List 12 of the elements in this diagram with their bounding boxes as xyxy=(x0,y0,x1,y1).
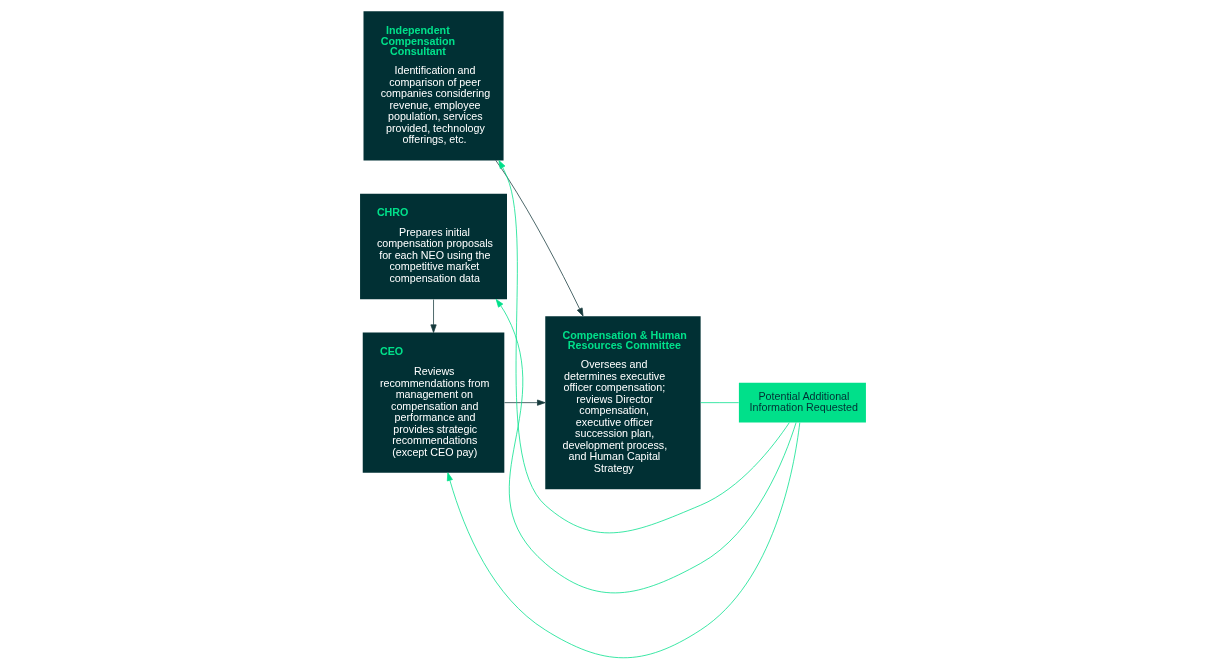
node-box: Independent Compensation Consultant Identification and comparison of peer companies considering revenue, employee population, services provided, technology offerings, etc. xyxy=(363,11,504,161)
arrow xyxy=(494,160,583,317)
arrow xyxy=(495,299,796,594)
node-box: CHRO Prepares initial compensation proposals for each NEO using the competitive market compensation data xyxy=(359,193,507,300)
arrow xyxy=(429,299,437,333)
node-box: CEO Reviews recommendations from management on compensation and performance and provides strategic recommendations (except CEO pay) xyxy=(362,332,504,473)
arrow xyxy=(503,399,545,406)
connector xyxy=(699,402,739,404)
node-box: Compensation & Human Resources Committee Oversees and determines executive officer compensation; reviews Director compensation, executive officer succession plan, development process, and Human Capital Strategy xyxy=(544,316,701,490)
arrow xyxy=(498,160,790,534)
node-box: Potential Additional Information Requested xyxy=(738,382,866,423)
arrow xyxy=(446,422,800,659)
